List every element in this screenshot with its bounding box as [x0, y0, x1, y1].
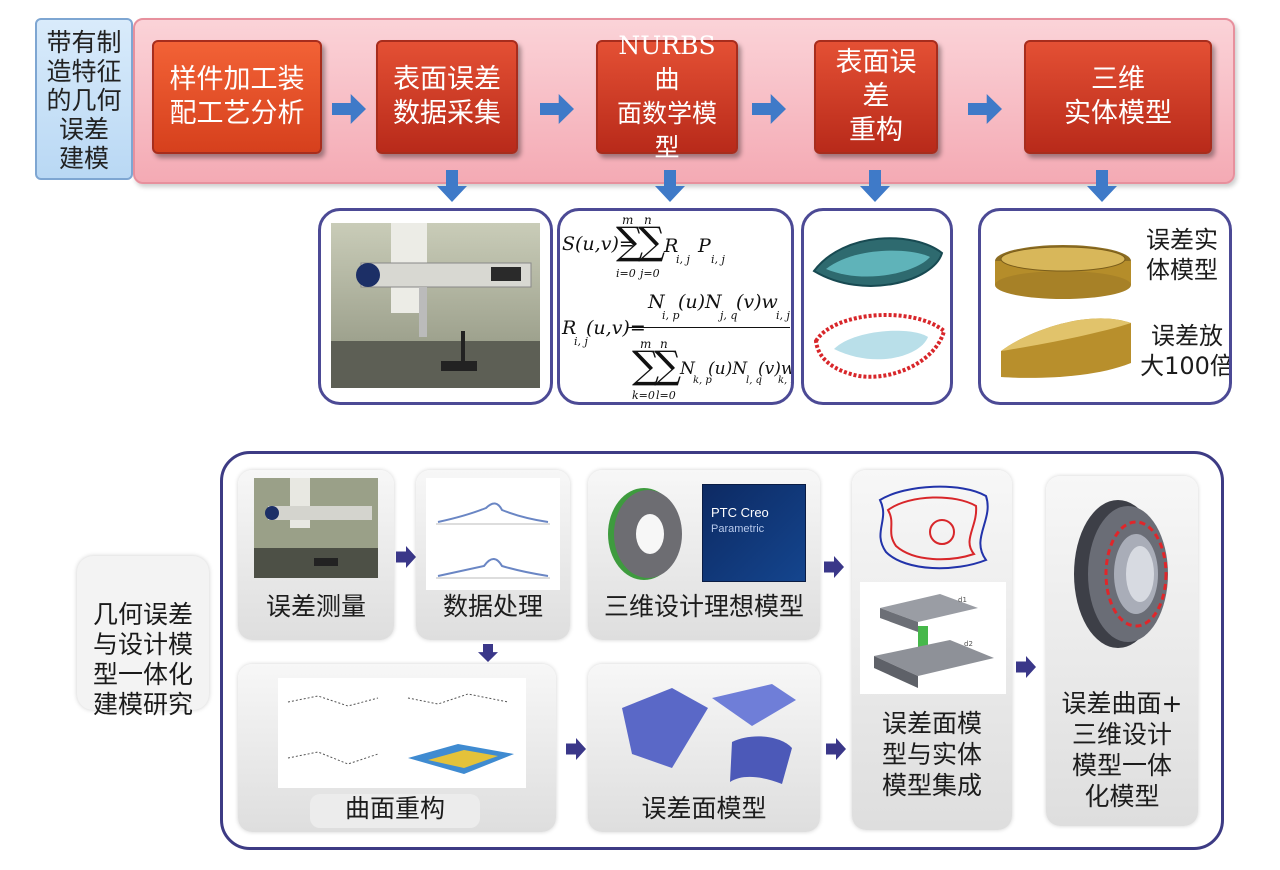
step-process-analysis-label: 样件加工装 配工艺分析: [169, 64, 305, 129]
cmm-machine-image: [331, 223, 540, 388]
dimension-label-b: d2: [964, 640, 973, 648]
integrated-model-label: 误差曲面+ 三维设计 模型一体 化模型: [1061, 689, 1183, 811]
sigma-icon: ∑: [654, 343, 682, 387]
surface-rings-image: [812, 237, 947, 379]
sigma-icon: ∑: [616, 219, 644, 263]
eq-num-sub1: i, p: [662, 309, 680, 322]
cmm-thumbnail-image: [254, 478, 378, 578]
eq-s-lhs: S(u,v)=: [562, 233, 635, 255]
top-title-text: 带有制 造特征 的几何 误差 建模: [46, 28, 122, 173]
arrow-right-icon: [566, 738, 586, 760]
integrated-ring-image: [1074, 500, 1168, 648]
surface-reconstruction-label: 曲面重构: [310, 794, 480, 828]
panel-solid-models: 误差实 体模型 误差放 大100倍: [978, 208, 1232, 405]
integration-label: 误差面模 型与实体 模型集成: [881, 709, 982, 800]
solid-model-label: 误差实 体模型: [1146, 226, 1218, 284]
eq-den-l0: l=0: [656, 389, 676, 402]
eq-num-sub3: i, j: [776, 309, 790, 322]
eq-denominator: N: [680, 359, 695, 379]
data-processing-label: 数据处理: [442, 592, 543, 621]
error-surface-image: [622, 684, 796, 784]
top-title: 带有制 造特征 的几何 误差 建模: [35, 18, 133, 180]
eq-den-n: n: [660, 337, 668, 351]
step-nurbs-model: NURBS曲 面数学模型: [596, 31, 738, 162]
eq-fraction-line: [628, 327, 790, 328]
eq-p-term: P: [698, 235, 711, 257]
ptc-creo-line2: Parametric: [711, 523, 765, 535]
eq-sum-i0: i=0: [616, 267, 636, 280]
panel-cmm-photo: [318, 208, 553, 405]
card-error-surface-model: 误差面模型: [588, 664, 820, 832]
design-ring-image: [608, 488, 682, 580]
card-data-processing: 数据处理: [416, 470, 570, 640]
error-measurement-label: 误差测量: [265, 592, 366, 621]
step-nurbs-model-label: NURBS曲 面数学模型: [616, 31, 717, 162]
eq-r-lhs-sub: i, j: [574, 335, 588, 348]
step-data-collection: 表面误差 数据采集: [376, 40, 518, 154]
bottom-title-text: 几何误差 与设计模 型一体化 建模研究: [92, 600, 193, 719]
arrow-right-icon: [826, 738, 846, 760]
step-solid-model: 三维 实体模型: [1024, 40, 1212, 154]
sigma-icon: ∑: [632, 343, 660, 387]
step-error-reconstruction-label: 表面误差 重构: [835, 47, 917, 146]
card-surface-reconstruction: 曲面重构: [238, 664, 556, 832]
eq-p-sub: i, j: [711, 253, 725, 266]
panel-nurbs-equation: S(u,v)= m n ∑ ∑ i=0 j=0 R i, j P i, j R …: [557, 208, 794, 405]
eq-num-mid2: (v)w: [736, 291, 778, 313]
eq-r-sub: i, j: [676, 253, 690, 266]
eq-sum-m: m: [622, 213, 634, 227]
error-surface-label: 误差面模型: [641, 794, 767, 823]
amplified-model-label: 误差放 大100倍: [1140, 322, 1232, 380]
eq-den-k0: k=0: [632, 389, 655, 402]
ptc-creo-line1: PTC Creo: [711, 505, 769, 520]
eq-r-term: R: [664, 235, 679, 257]
card-model-integration: d1 d2 误差面模 型与实体 模型集成: [852, 470, 1012, 830]
eq-numerator: N: [648, 291, 665, 313]
bottom-title: 几何误差 与设计模 型一体化 建模研究: [77, 556, 209, 719]
dimension-label-a: d1: [958, 596, 967, 604]
arrow-right-icon: [1016, 656, 1036, 678]
step-solid-model-label: 三维 实体模型: [1064, 64, 1172, 129]
card-ideal-design-model: PTC Creo Parametric 三维设计理想模型: [588, 470, 820, 640]
panel-surface-reconstruction: [801, 208, 953, 405]
eq-num-mid1: (u)N: [678, 291, 722, 313]
sigma-icon: ∑: [638, 219, 666, 263]
ptc-creo-logo: PTC Creo Parametric: [702, 484, 806, 582]
eq-den-sub2: l, q: [746, 375, 762, 386]
card-error-measurement: 误差测量: [238, 470, 394, 640]
eq-r-lhs-args: (u,v)=: [586, 317, 646, 339]
eq-num-sub2: j, q: [720, 309, 738, 322]
eq-den-mid1: (u)N: [708, 359, 748, 379]
error-contour-image: [878, 485, 989, 570]
arrow-right-icon: [824, 556, 844, 578]
ideal-design-label: 三维设计理想模型: [603, 592, 804, 621]
eq-den-mid2: (v)w: [758, 359, 794, 379]
solid-ring-image: [995, 245, 1131, 378]
eq-sum-n: n: [644, 213, 652, 227]
step-data-collection-label: 表面误差 数据采集: [393, 64, 501, 129]
assembly-drawing: d1 d2: [874, 594, 994, 688]
eq-den-sub1: k, p: [693, 375, 712, 386]
reconstruction-plots-image: [278, 678, 526, 788]
data-plot-image: [426, 478, 560, 590]
arrow-right-icon: [396, 546, 416, 568]
step-process-analysis: 样件加工装 配工艺分析: [152, 40, 322, 154]
eq-sum-j0: j=0: [640, 267, 660, 280]
assembly-image: d1 d2: [860, 582, 1006, 694]
eq-r-lhs: R: [562, 317, 577, 339]
eq-den-sub3: k, l: [778, 375, 794, 386]
step-error-reconstruction: 表面误差 重构: [814, 40, 938, 154]
eq-den-m: m: [640, 337, 652, 351]
card-integrated-model: 误差曲面+ 三维设计 模型一体 化模型: [1046, 476, 1198, 826]
